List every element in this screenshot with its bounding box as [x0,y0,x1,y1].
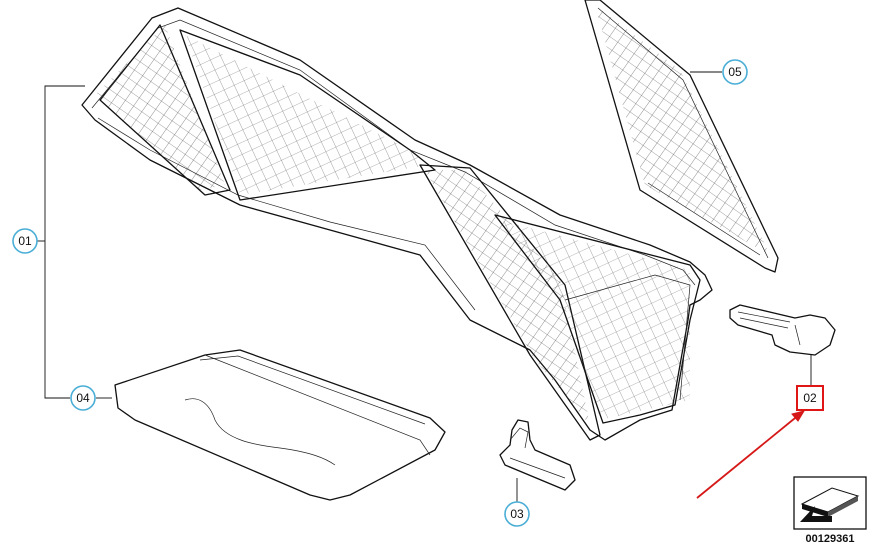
leader-lines [36,71,812,502]
callout-04[interactable]: 04 [70,385,96,411]
callout-01-label: 01 [18,234,32,248]
reference-box: 00129361 [793,476,867,545]
direction-arrow-icon [800,487,860,522]
callout-01[interactable]: 01 [12,228,38,254]
callout-04-label: 04 [76,391,90,405]
bracket-part [499,419,576,491]
callout-02-label: 02 [803,391,817,405]
callout-05-label: 05 [728,65,742,79]
red-pointer-arrow [696,410,806,499]
storage-cover-part [114,349,446,501]
reference-number: 00129361 [806,533,855,545]
highlight-box [796,385,824,411]
callout-03-label: 03 [510,507,524,521]
holder-clip-part [729,304,836,356]
callout-03[interactable]: 03 [504,501,530,527]
callout-02[interactable]: 02 [796,385,824,411]
callout-05[interactable]: 05 [722,59,748,85]
